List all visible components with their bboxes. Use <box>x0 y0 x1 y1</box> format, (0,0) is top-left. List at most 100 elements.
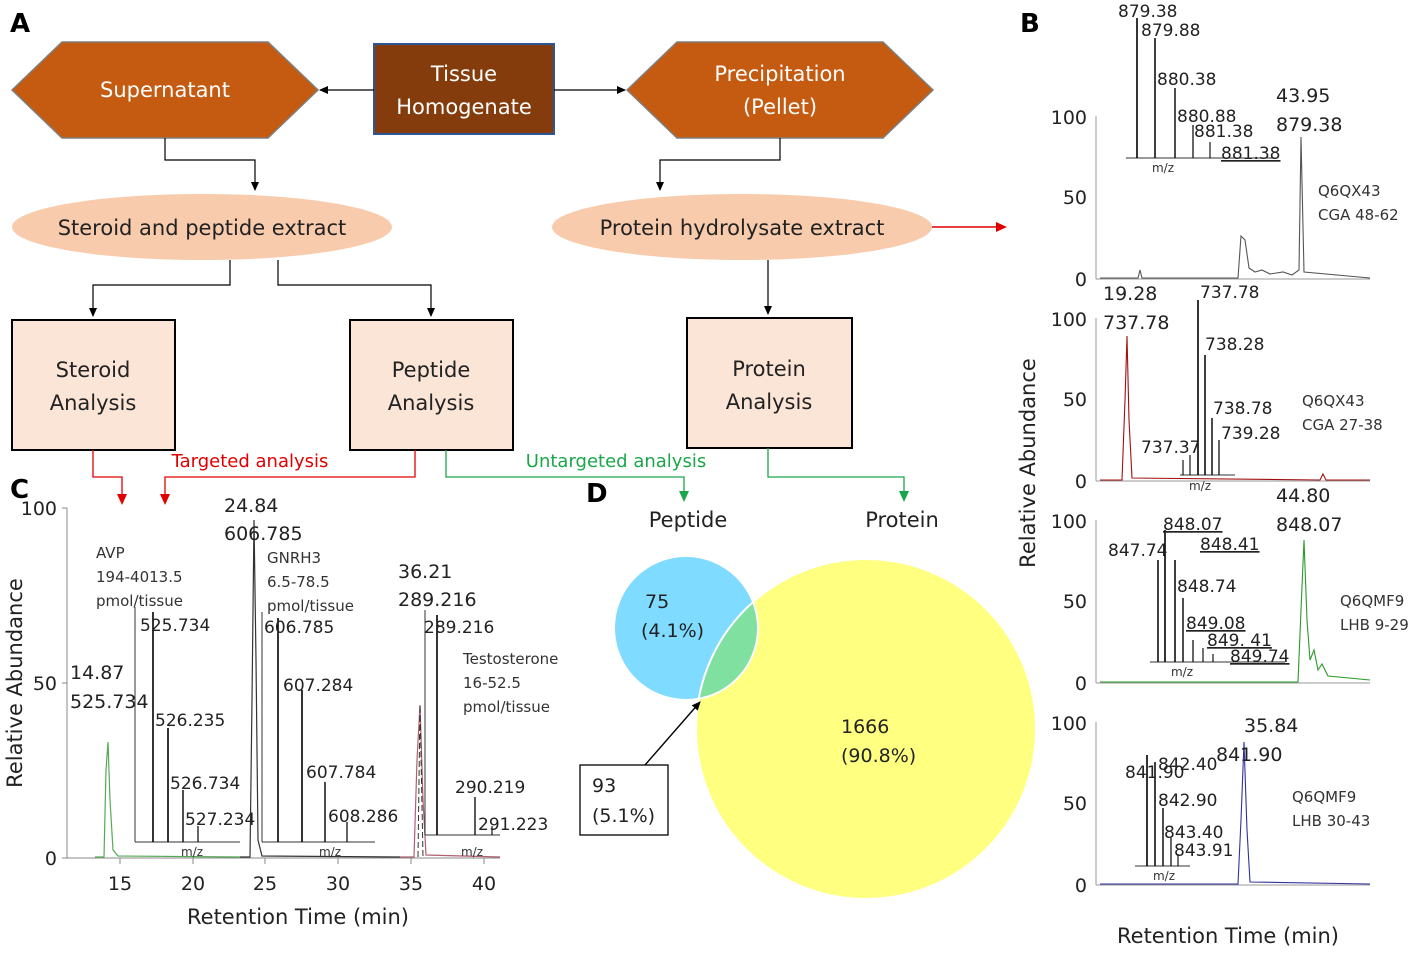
c-trace-gnrh3 <box>240 519 401 858</box>
b-trace-1-inset-mz-1: 879.88 <box>1141 21 1200 41</box>
b-ylabel: Relative Abundance <box>1016 358 1040 568</box>
panel-label-a: A <box>10 9 30 39</box>
c-xtick-15: 15 <box>108 873 132 895</box>
steroid-extract-label: Steroid and peptide extract <box>58 216 347 240</box>
c-avp-unit: pmol/tissue <box>96 592 183 610</box>
c-avp-range: 194-4013.5 <box>96 568 183 586</box>
c-gnrh3-inset: 606.785 607.284 607.784 608.286 m/z <box>261 612 398 859</box>
c-testo-mz: 289.216 <box>398 589 477 611</box>
c-gnrh3-mz: 606.785 <box>224 523 303 545</box>
targeted-analysis-label: Targeted analysis <box>171 451 329 472</box>
b-trace-2-inset-mz-2: 738.78 <box>1213 399 1272 419</box>
svg-text:0: 0 <box>1075 673 1087 695</box>
venn-protein-pct: (90.8%) <box>841 745 916 767</box>
b-trace-3-inset-mz-3: 848.74 <box>1177 577 1236 597</box>
c-ylabel: Relative Abundance <box>3 578 27 788</box>
c-xtick-25: 25 <box>253 873 277 895</box>
svg-text:m/z: m/z <box>1153 869 1175 883</box>
b-trace-4-mz: 841.90 <box>1216 744 1282 766</box>
b-trace-4-inset-mz-3: 843.40 <box>1164 823 1223 843</box>
b-trace-1-inset-mz-3: 880.88 <box>1177 107 1236 127</box>
svg-text:100: 100 <box>1051 107 1087 129</box>
svg-text:100: 100 <box>1051 309 1087 331</box>
svg-text:m/z: m/z <box>1171 665 1193 679</box>
arrow-to-peptide-analysis <box>277 260 435 317</box>
targeted-arrow-steroid <box>92 450 127 505</box>
c-trace-avp <box>95 741 241 858</box>
c-gnrh3-rt: 24.84 <box>224 495 278 517</box>
protein-analysis-line1: Protein <box>732 357 806 381</box>
protein-hydrolysate-extract-node: Protein hydrolysate extract <box>552 194 932 260</box>
peptide-output-label: Peptide <box>649 508 727 532</box>
svg-text:0: 0 <box>1075 875 1087 897</box>
svg-text:50: 50 <box>1063 389 1087 411</box>
c-testo-inset-xlabel: m/z <box>461 845 483 859</box>
precipitation-label-line2: (Pellet) <box>743 95 817 119</box>
c-testo-inset-mz-1: 290.219 <box>455 778 525 798</box>
c-gnrh3-unit: pmol/tissue <box>267 597 354 615</box>
tissue-label-line1: Tissue <box>430 62 497 86</box>
supernatant-node: Supernatant <box>10 41 320 139</box>
venn-protein-circle <box>696 559 1036 899</box>
b-trace-2-id1: Q6QX43 <box>1302 392 1365 410</box>
svg-text:m/z: m/z <box>1152 161 1174 175</box>
c-avp-rt: 14.87 <box>70 662 124 684</box>
svg-text:m/z: m/z <box>1189 479 1211 493</box>
b-trace-1-inset-mz-4: 881.38 <box>1194 122 1253 142</box>
b-trace-4-inset-mz-1: 842.40 <box>1158 755 1217 775</box>
c-avp-name: AVP <box>96 544 125 562</box>
b-trace-2-inset-mz-1: 738.28 <box>1205 335 1264 355</box>
c-testo-inset: 289.216 290.219 291.223 m/z <box>424 610 548 859</box>
b-xlabel: Retention Time (min) <box>1117 924 1339 948</box>
c-avp-inset-xlabel: m/z <box>181 845 203 859</box>
steroid-analysis-line1: Steroid <box>56 358 131 382</box>
tissue-label-line2: Homogenate <box>396 95 532 119</box>
protein-analysis-node: Protein Analysis <box>686 317 853 449</box>
b-trace-3-inset-mz-4: 849.08 <box>1186 614 1245 634</box>
b-trace-3-inset-mz-1: 848.41 <box>1200 535 1259 555</box>
b-trace-2-inset-mz-4: 737.37 <box>1141 438 1200 458</box>
b-trace-2-inset-mz-0: 737.78 <box>1200 283 1259 303</box>
peptide-analysis-line2: Analysis <box>388 391 475 415</box>
protein-extract-label: Protein hydrolysate extract <box>600 216 885 240</box>
b-trace-3-inset-mz-5: 849. 41 <box>1207 631 1272 651</box>
venn-overlap-box <box>579 764 669 836</box>
b-trace-1-inset-mz-2: 880.38 <box>1157 70 1216 90</box>
protein-output-label: Protein <box>865 508 939 532</box>
venn-overlap-count: 93 <box>592 775 616 797</box>
c-ytick-50: 50 <box>33 673 57 695</box>
c-xtick-35: 35 <box>399 873 423 895</box>
b-trace-4-id1: Q6QMF9 <box>1292 788 1356 806</box>
arrow-to-steroid-analysis <box>89 260 231 317</box>
peptide-analysis-line1: Peptide <box>392 358 470 382</box>
b-trace-3-rt: 44.80 <box>1276 485 1330 507</box>
b-trace-3-mz: 848.07 <box>1276 514 1342 536</box>
b-trace-1-id1: Q6QX43 <box>1318 182 1381 200</box>
panel-b-eic: B Relative Abundance Retention Time (min… <box>1016 2 1409 948</box>
b-trace-2: 100 50 0 19.28 737.78 Q6QX43 CGA 27-38 7… <box>1051 283 1383 493</box>
c-gnrh3-inset-mz-1: 607.284 <box>283 676 353 696</box>
venn-peptide-pct: (4.1%) <box>641 620 704 642</box>
b-trace-3-inset-mz-6: 849.74 <box>1230 647 1289 667</box>
c-testo-name: Testosterone <box>462 650 558 668</box>
b-trace-2-inset-mz-3: 739.28 <box>1221 424 1280 444</box>
c-gnrh3-inset-xlabel: m/z <box>319 845 341 859</box>
b-trace-1-inset-mz-0: 879.38 <box>1118 2 1177 22</box>
svg-text:50: 50 <box>1063 793 1087 815</box>
c-ytick-0: 0 <box>45 848 57 870</box>
b-trace-1: 100 50 0 43.95 879.38 Q6QX43 CGA 48-62 8… <box>1051 2 1399 291</box>
b-trace-2-id2: CGA 27-38 <box>1302 416 1383 434</box>
c-testo-range: 16-52.5 <box>463 674 521 692</box>
panel-d-venn: D 75 (4.1%) 1666 (90.8%) 93 (5.1%) <box>579 479 1037 900</box>
untargeted-arrow-peptide <box>445 450 689 502</box>
b-trace-1-id2: CGA 48-62 <box>1318 206 1399 224</box>
targeted-arrow-peptide <box>160 450 416 505</box>
c-avp-mz: 525.734 <box>70 691 149 713</box>
c-testo-unit: pmol/tissue <box>463 698 550 716</box>
steroid-analysis-line2: Analysis <box>50 391 137 415</box>
panel-label-b: B <box>1020 9 1040 39</box>
svg-text:100: 100 <box>1051 713 1087 735</box>
c-testo-inset-mz-0: 289.216 <box>424 618 494 638</box>
b-trace-1-inset-mz-5: 881.38 <box>1221 144 1280 164</box>
b-trace-1-mz: 879.38 <box>1276 114 1342 136</box>
